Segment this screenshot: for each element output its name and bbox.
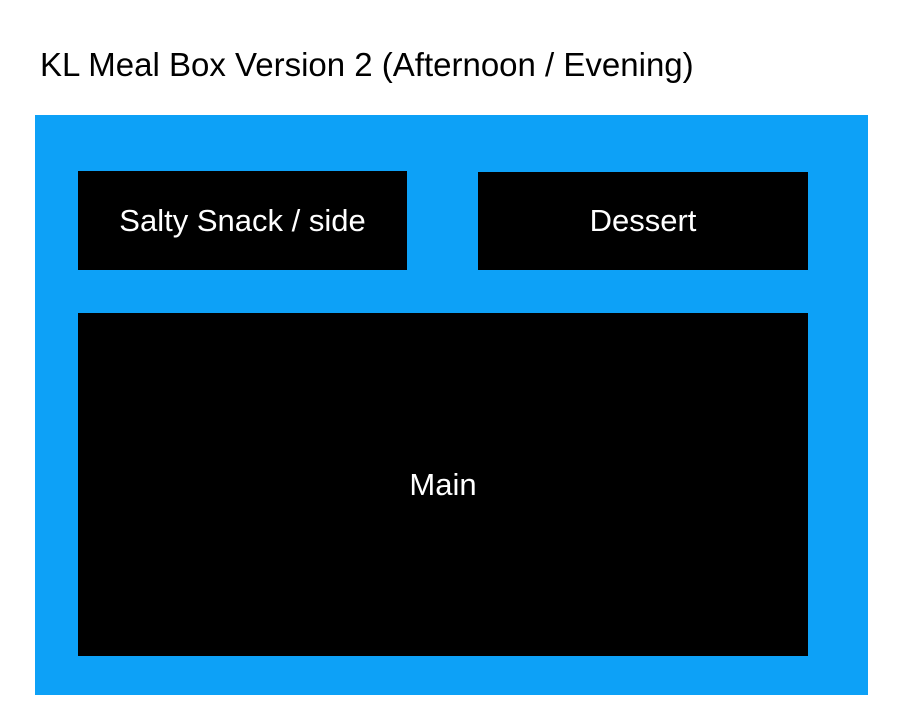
salty-snack-side-label: Salty Snack / side bbox=[119, 202, 366, 238]
main-label: Main bbox=[409, 466, 477, 502]
dessert-label: Dessert bbox=[589, 203, 697, 238]
compartment-salty-snack-side: Salty Snack / side bbox=[78, 171, 407, 270]
compartment-dessert: Dessert bbox=[478, 172, 808, 270]
compartment-main: Main bbox=[78, 313, 808, 656]
diagram-title: KL Meal Box Version 2 (Afternoon / Eveni… bbox=[40, 46, 694, 83]
meal-box-container: Salty Snack / side Dessert Main bbox=[35, 115, 868, 695]
